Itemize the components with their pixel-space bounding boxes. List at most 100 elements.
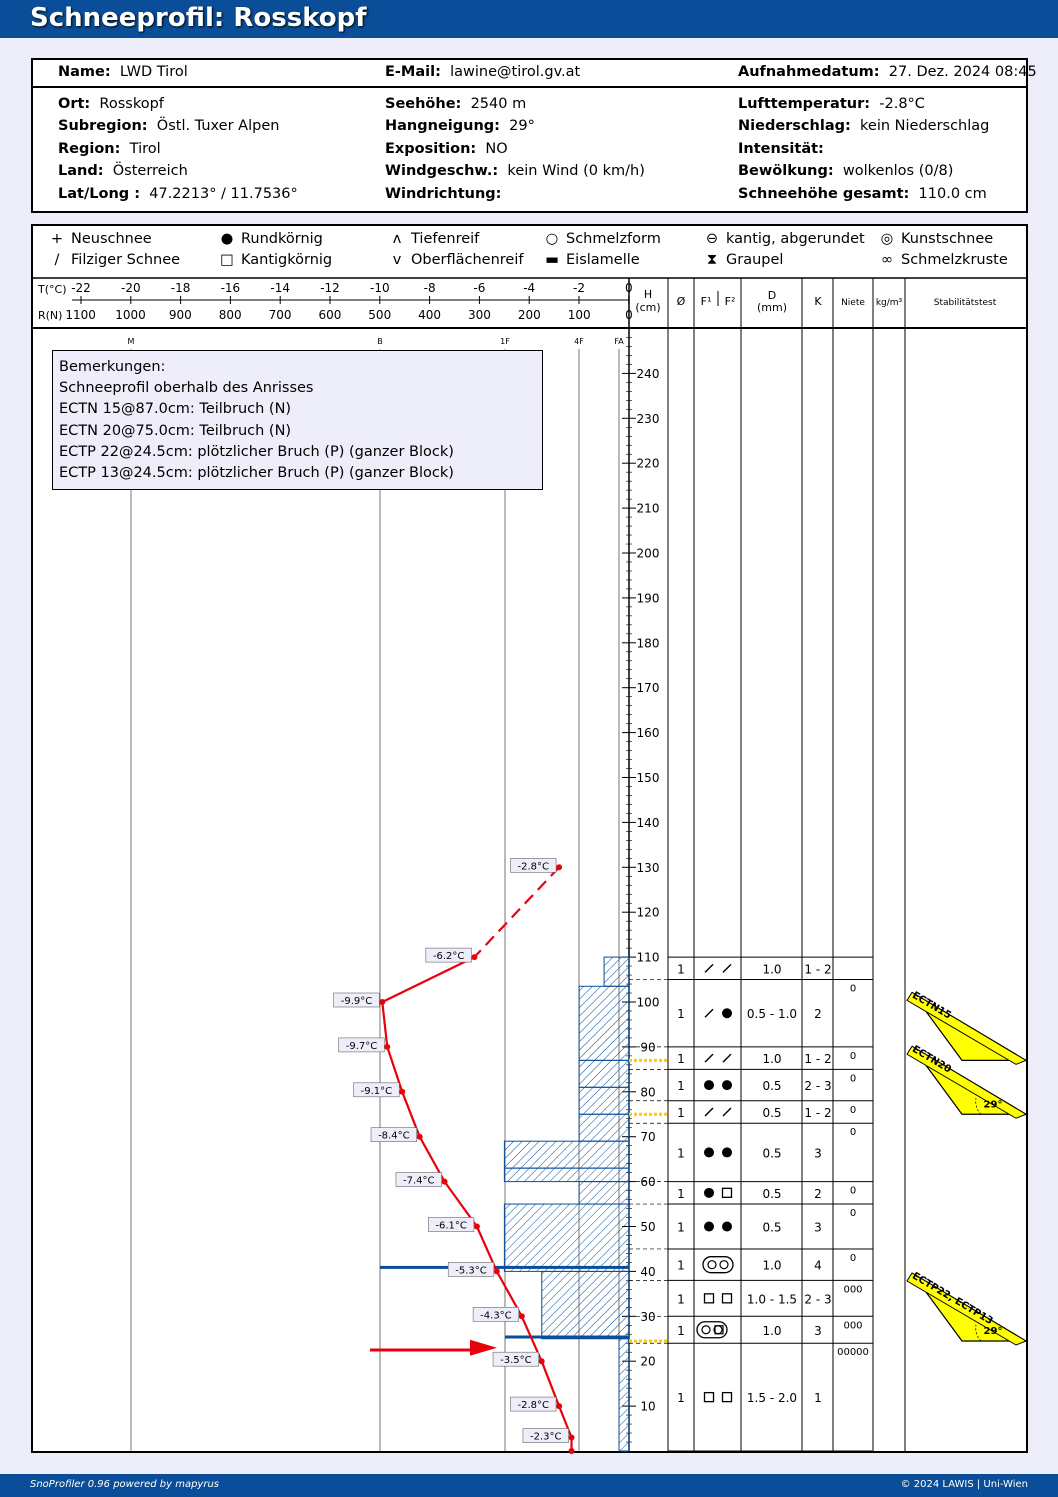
remark-line: Schneeprofil oberhalb des Anrisses: [59, 380, 314, 397]
temperature-label: -6.2°C: [433, 951, 465, 962]
slash-icon: [722, 1053, 732, 1063]
temperature-label-box: [338, 1037, 385, 1053]
temp-tick-label: -14: [270, 281, 290, 295]
legend-label: Kunstschnee: [901, 231, 994, 247]
temp-tick-label: -20: [121, 281, 141, 295]
date-field: Aufnahmedatum: 27. Dez. 2024 08:45: [738, 64, 1037, 80]
hardness-bar: [503, 1167, 630, 1183]
layer-grain-size: 1.0: [762, 1052, 781, 1066]
legend-item: ▬Eislamelle: [538, 252, 640, 268]
layer-hardness: 2 - 3: [804, 1079, 831, 1093]
hardness-bar: [503, 1140, 630, 1169]
height-tick-label: 10: [640, 1400, 655, 1414]
arrow-head: [470, 1339, 497, 1356]
layer-diameter: 1: [677, 1187, 685, 1201]
header-panel: Name: LWD Tirol E-Mail: lawine@tirol.gv.…: [31, 58, 1037, 213]
temperature-label: -3.5°C: [500, 1355, 532, 1366]
ect-band: [906, 1045, 1028, 1119]
legend-label: Tiefenreif: [411, 231, 480, 247]
footer-left: SnoProfiler 0.96 powered by mapyrus: [30, 1479, 220, 1490]
filled-circle-icon: [722, 1080, 732, 1091]
layer-niete: 00000: [837, 1347, 869, 1358]
open-circle-icon: ○: [545, 231, 559, 247]
temperature-segment: [386, 1046, 404, 1093]
temperature-point: [556, 1403, 563, 1410]
temperature-point: [568, 1434, 575, 1441]
hardness-tick-label: M: [128, 337, 135, 346]
height-tick-label: 150: [637, 771, 660, 785]
layer-diameter: 1: [677, 1106, 685, 1120]
temperature-label: -4.3°C: [480, 1310, 512, 1321]
layer-grain-size: 1.0: [762, 1324, 781, 1338]
height-tick-label: 190: [637, 591, 660, 605]
hardness-tick-label: 4F: [574, 337, 584, 346]
legend-label: Schmelzkruste: [901, 252, 1008, 268]
height-tick-label: 140: [637, 816, 660, 830]
layer-grain-size: 1.0: [762, 962, 781, 976]
slash-icon: [722, 1107, 732, 1117]
temp-tick-label: -2: [573, 281, 585, 295]
layer-grain-size: 0.5: [762, 1106, 781, 1120]
layer-diameter: 1: [677, 1221, 685, 1235]
temp-tick-label: -8: [424, 281, 436, 295]
footer-right: © 2024 LAWIS | Uni-Wien: [900, 1479, 1028, 1490]
height-tick-label: 220: [637, 457, 660, 471]
temperature-label-box: [395, 1172, 442, 1187]
layer-niete: 000: [843, 1284, 862, 1295]
legend-label: Schmelzform: [566, 231, 661, 247]
header-col3-row: Bewölkung: wolkenlos (0/8): [738, 163, 953, 179]
f2-header: F²: [725, 295, 736, 308]
temp-axis-label: T(°C): [37, 283, 66, 296]
resistance-tick-label: 700: [269, 308, 292, 322]
header-label: Intensität:: [738, 140, 824, 157]
header-col1-row: Lat/Long : 47.2213° / 11.7536°: [58, 186, 298, 202]
layer-hardness: 3: [814, 1324, 822, 1338]
remark-line: ECTN 20@75.0cm: Teilbruch (N): [59, 422, 292, 439]
header-col1-row: Land: Österreich: [58, 163, 188, 179]
legend-label: Graupel: [726, 252, 784, 268]
layer-hardness: 1: [814, 1391, 822, 1405]
temperature-label-box: [492, 1351, 539, 1367]
header-label: Windrichtung:: [385, 185, 502, 202]
header-label: Niederschlag:: [738, 118, 851, 135]
layer-niete: 0: [850, 1051, 856, 1062]
header-value: wolkenlos (0/8): [838, 163, 954, 180]
layer-diameter: 1: [677, 1052, 685, 1066]
legend-item: ○ Schmelzform: [538, 231, 661, 247]
hardness-bar: [578, 1181, 630, 1205]
hardness-bar: [541, 1270, 630, 1340]
hardness-bar: [603, 956, 630, 987]
melt-crust-icon: [707, 1260, 717, 1270]
resistance-tick-label: 300: [468, 308, 491, 322]
layer-grain-size: 1.0: [762, 1259, 781, 1273]
open-square-icon: [714, 1325, 724, 1335]
header-value: Österreich: [108, 163, 188, 180]
melt-crust-icon: [719, 1260, 729, 1270]
temperature-point: [399, 1088, 406, 1095]
layer-hardness: 2: [814, 1187, 822, 1201]
slash-icon: [704, 1053, 714, 1063]
height-tick-label: 240: [637, 367, 660, 381]
name-field: Name: LWD Tirol: [58, 64, 188, 80]
bar-icon: ▬: [545, 252, 559, 268]
temperature-label: -2.8°C: [518, 861, 550, 872]
height-tick-label: 30: [640, 1310, 655, 1324]
temperature-label-box: [522, 1428, 569, 1443]
filled-circle-icon: [704, 1147, 714, 1158]
height-tick-label: 20: [640, 1355, 655, 1369]
height-tick-label: 50: [640, 1220, 655, 1234]
plus-icon: +: [50, 231, 64, 247]
layer-hardness: 2 - 3: [804, 1292, 831, 1306]
melt-crust-icon: [702, 1256, 734, 1274]
layer-hardness: 1 - 2: [804, 1052, 831, 1066]
header-col2-row: Windrichtung:: [385, 186, 506, 202]
remark-line: ECTP 13@24.5cm: plötzlicher Bruch (P) (g…: [59, 465, 454, 482]
slope-angle: 29°: [984, 1099, 1003, 1110]
temp-tick-label: -6: [473, 281, 485, 295]
resistance-tick-label: 800: [219, 308, 242, 322]
temperature-point: [518, 1313, 525, 1320]
temperature-label: -5.3°C: [455, 1265, 487, 1276]
temp-tick-label: -10: [370, 281, 390, 295]
layer-grain-size: 0.5 - 1.0: [747, 1007, 797, 1021]
page-title: Schneeprofil: Rosskopf: [30, 3, 367, 33]
